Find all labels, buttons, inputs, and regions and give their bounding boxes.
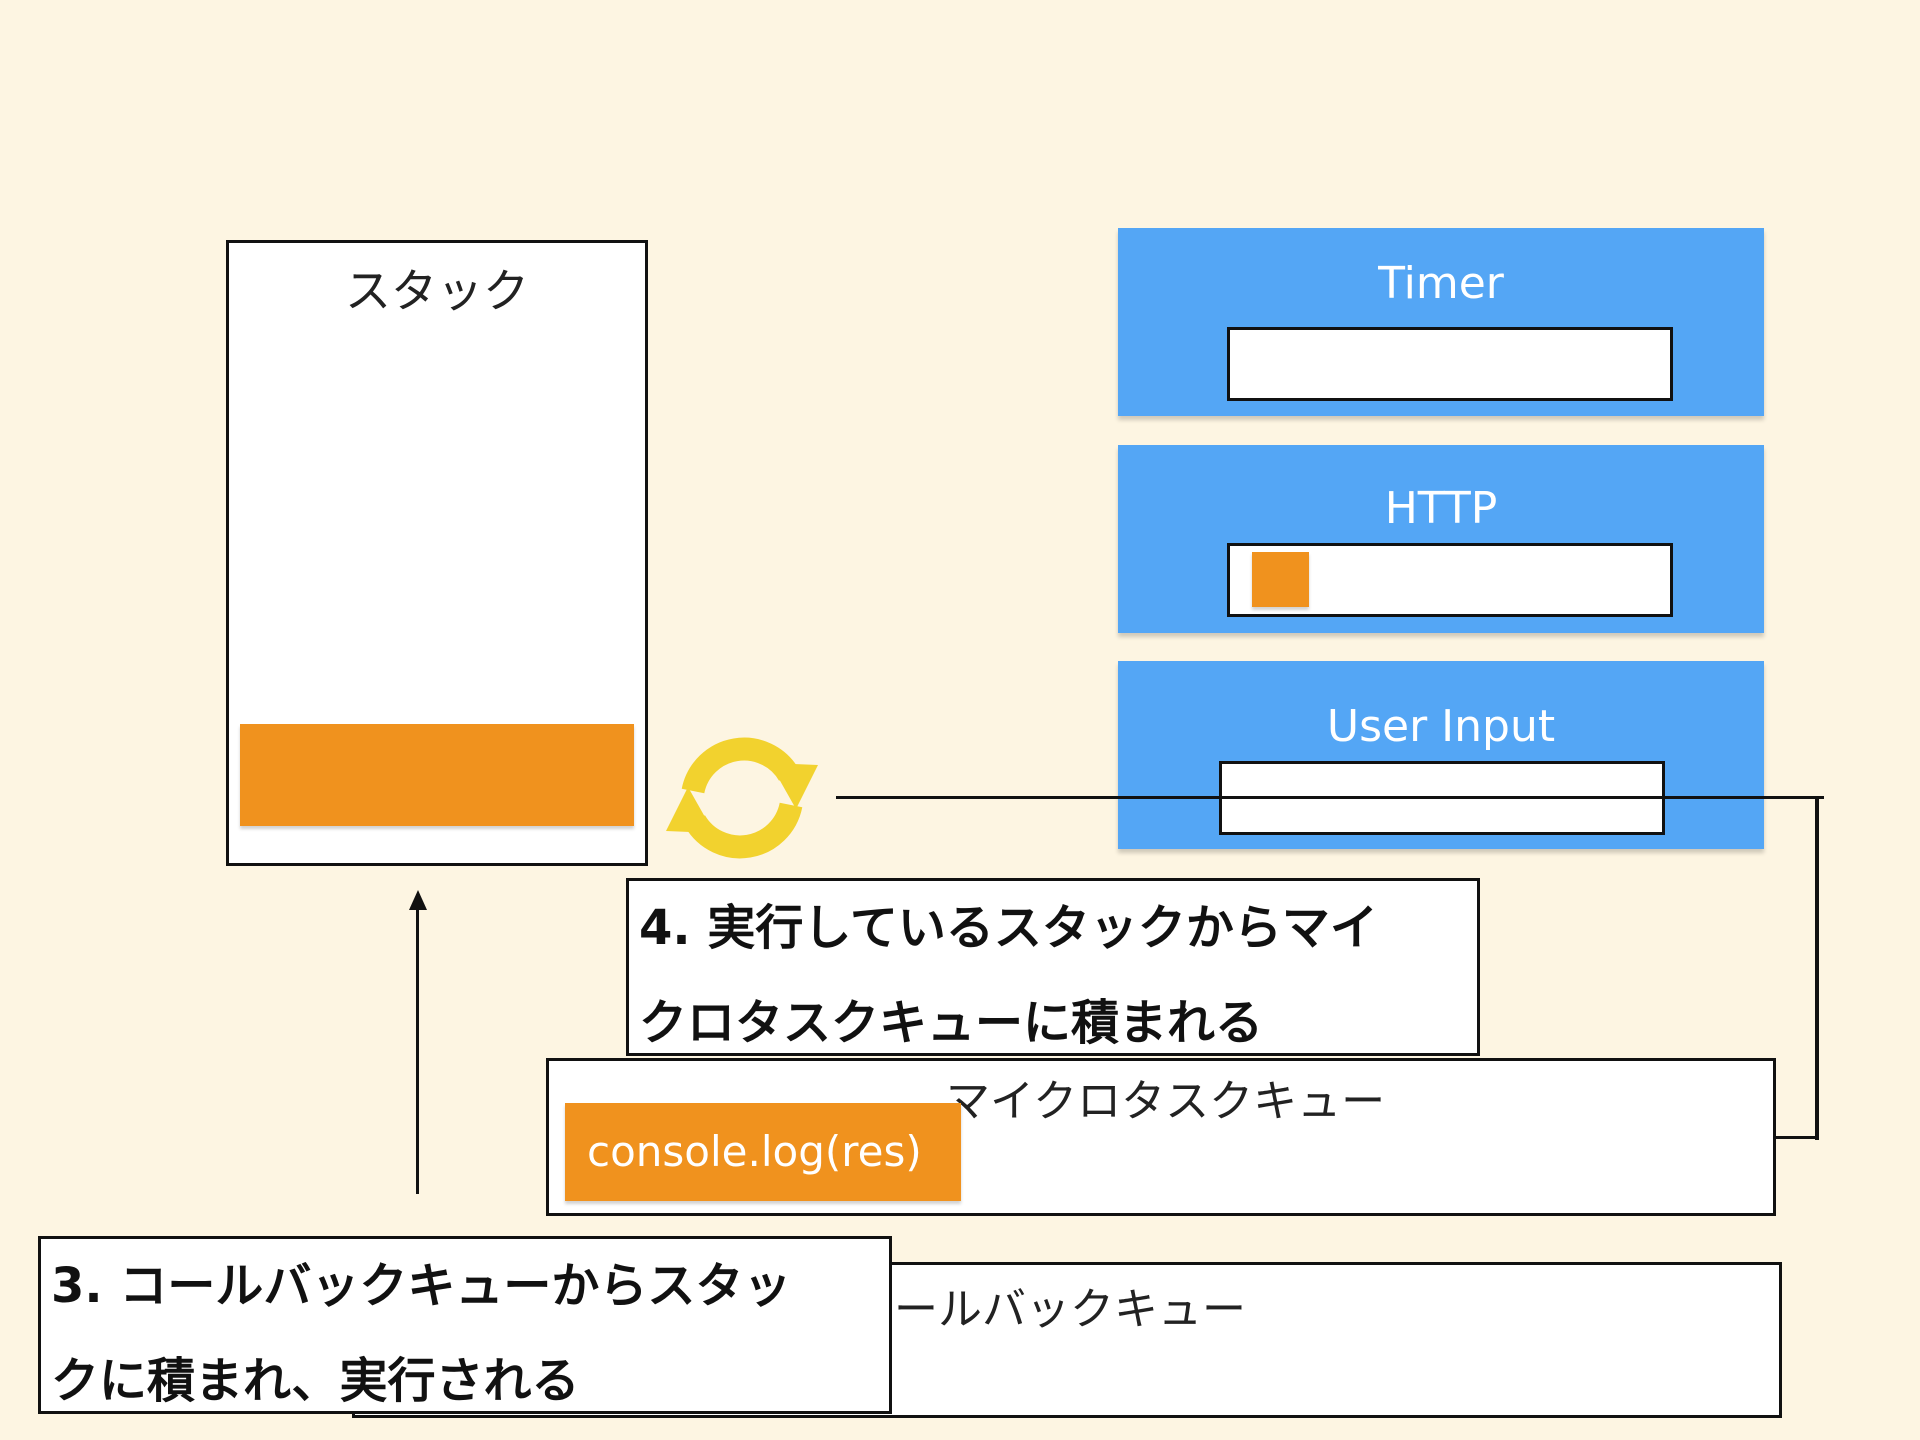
http-panel: HTTP [1118,445,1764,633]
microtask-item: console.log(res) [565,1103,961,1201]
stack-title: スタック [345,264,529,318]
step4-callout-line2: クロタスクキューに積まれる [639,995,1264,1051]
microtask-queue-panel: マイクロタスクキュー console.log(res) [546,1058,1776,1216]
arrowhead-up-icon [409,890,427,910]
connector-horizontal [836,796,1824,799]
callback-queue-title: コールバックキュー [850,1284,1246,1335]
timer-title: Timer [1378,258,1504,309]
step4-callout-line1: 4. 実行しているスタックからマイ [639,900,1378,956]
timer-slot [1227,327,1673,401]
stack-panel: スタック [226,240,648,866]
http-pending-task [1252,552,1309,607]
timer-panel: Timer [1118,228,1764,416]
user-input-title: User Input [1326,701,1556,752]
connector-vertical [1815,796,1819,1140]
step3-callout-line2: クに積まれ、実行される [51,1353,580,1409]
arrow-to-stack-shaft [416,902,419,1194]
http-title: HTTP [1384,483,1498,534]
step4-callout: 4. 実行しているスタックからマイ クロタスクキューに積まれる [626,878,1480,1056]
microtask-queue-title: マイクロタスクキュー [946,1076,1386,1127]
http-slot [1227,543,1673,617]
stack-frame [240,724,634,826]
step3-callout: 3. コールバックキューからスタッ クに積まれ、実行される [38,1236,892,1414]
user-input-panel: User Input [1118,661,1764,849]
step3-callout-line1: 3. コールバックキューからスタッ [51,1258,792,1314]
event-loop-cycle-icon [666,737,818,859]
